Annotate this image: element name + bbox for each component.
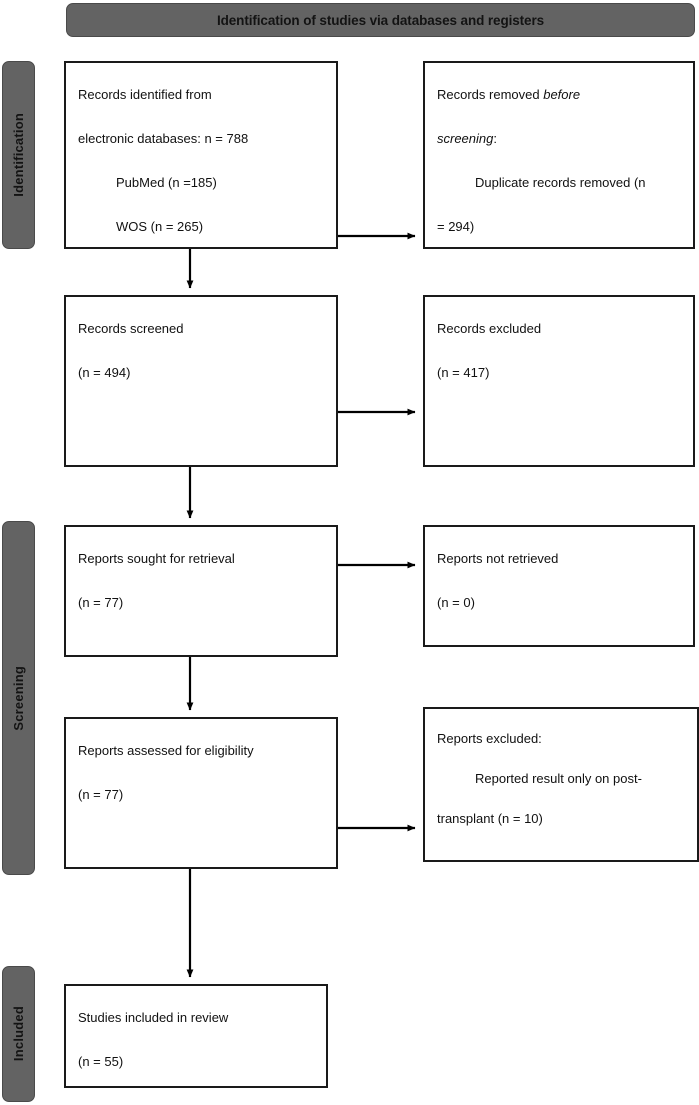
- reports-excluded-label: Reports excluded:: [437, 731, 542, 746]
- records-identified-line2: electronic databases: n = 788: [78, 131, 249, 146]
- records-removed-line1: Records removed before: [437, 73, 681, 117]
- stage-label-included: Included: [2, 966, 35, 1102]
- records-excluded-label: Records excluded: [437, 321, 542, 336]
- studies-included-count: (n = 55): [78, 1054, 124, 1069]
- records-removed-line2: screening:: [437, 117, 681, 161]
- reports-excluded-reason-line2: transplant (n = 10): [437, 811, 543, 826]
- box-reports-sought: Reports sought for retrieval (n = 77): [64, 525, 338, 657]
- stage-label-included-text: Included: [11, 1006, 26, 1062]
- records-identified-pubmed: PubMed (n =185): [116, 175, 217, 190]
- records-screened-count: (n = 494): [78, 365, 131, 380]
- box-records-removed: Records removed before screening: Duplic…: [423, 61, 695, 249]
- records-identified-wos: WOS (n = 265): [116, 219, 204, 234]
- records-screened-label: Records screened: [78, 321, 184, 336]
- records-excluded-count: (n = 417): [437, 365, 490, 380]
- diagram-header-banner: Identification of studies via databases …: [66, 3, 695, 37]
- reports-sought-count: (n = 77): [78, 595, 124, 610]
- reports-not-retrieved-count: (n = 0): [437, 595, 475, 610]
- diagram-title: Identification of studies via databases …: [216, 12, 545, 28]
- box-records-identified: Records identified from electronic datab…: [64, 61, 338, 249]
- box-studies-included: Studies included in review (n = 55): [64, 984, 328, 1088]
- box-reports-not-retrieved: Reports not retrieved (n = 0): [423, 525, 695, 647]
- stage-label-screening-text: Screening: [11, 665, 26, 731]
- reports-sought-label: Reports sought for retrieval: [78, 551, 235, 566]
- studies-included-label: Studies included in review: [78, 1010, 229, 1025]
- box-records-excluded: Records excluded (n = 417): [423, 295, 695, 467]
- box-reports-assessed: Reports assessed for eligibility (n = 77…: [64, 717, 338, 869]
- stage-label-identification: Identification: [2, 61, 35, 249]
- stage-label-screening: Screening: [2, 521, 35, 875]
- reports-not-retrieved-label: Reports not retrieved: [437, 551, 559, 566]
- records-removed-line1-plain: Records removed: [437, 87, 544, 102]
- records-identified-line1: Records identified from: [78, 87, 212, 102]
- records-removed-line2-colon: :: [493, 131, 497, 146]
- records-removed-line2-italic: screening: [437, 131, 494, 146]
- records-removed-duplicates: Duplicate records removed (n: [475, 175, 646, 190]
- reports-assessed-count: (n = 77): [78, 787, 124, 802]
- stage-label-identification-text: Identification: [11, 113, 26, 197]
- box-records-screened: Records screened (n = 494): [64, 295, 338, 467]
- records-removed-duplicates-count: = 294): [437, 219, 475, 234]
- box-reports-excluded: Reports excluded: Reported result only o…: [423, 707, 699, 862]
- reports-excluded-reason-line1: Reported result only on post-: [475, 771, 642, 786]
- records-removed-line1-italic: before: [543, 87, 581, 102]
- reports-assessed-label: Reports assessed for eligibility: [78, 743, 254, 758]
